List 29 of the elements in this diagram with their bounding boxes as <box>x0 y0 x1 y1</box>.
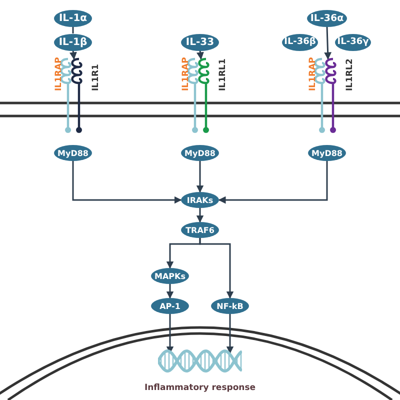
arrow <box>196 161 204 193</box>
arrow <box>196 208 204 223</box>
arrow <box>199 238 234 299</box>
receptor-label: IL1RL1 <box>218 61 228 91</box>
protein-ellipse: IL-1α <box>54 10 92 26</box>
receptor-label: IL1R1 <box>91 63 101 91</box>
arrow <box>72 161 182 204</box>
protein-ellipse: NF-kB <box>211 298 249 314</box>
protein-ellipse: MyD88 <box>308 145 346 161</box>
arrow <box>166 284 174 299</box>
response-label: Inflammatory response <box>143 383 257 393</box>
protein-ellipse: MyD88 <box>181 145 219 161</box>
arrow <box>196 50 204 60</box>
protein-ellipse: IL-36α <box>307 10 347 26</box>
arrow <box>69 50 77 60</box>
protein-ellipse: IL-1β <box>54 34 92 50</box>
arrow <box>218 161 328 204</box>
protein-ellipse: MyD88 <box>54 145 92 161</box>
protein-ellipse: IL-33 <box>181 34 219 50</box>
protein-ellipse: IRAKs <box>181 192 219 208</box>
protein-ellipse: IL-36γ <box>335 34 371 50</box>
protein-ellipse: IL-36β <box>282 34 318 50</box>
arrow <box>166 314 174 354</box>
arrow <box>226 314 234 354</box>
protein-ellipse: MAPKs <box>151 268 189 284</box>
arrow <box>324 26 332 60</box>
protein-ellipse: TRAF6 <box>181 222 219 238</box>
protein-ellipse: AP-1 <box>151 298 189 314</box>
receptor-label: IL1RL2 <box>345 61 355 91</box>
